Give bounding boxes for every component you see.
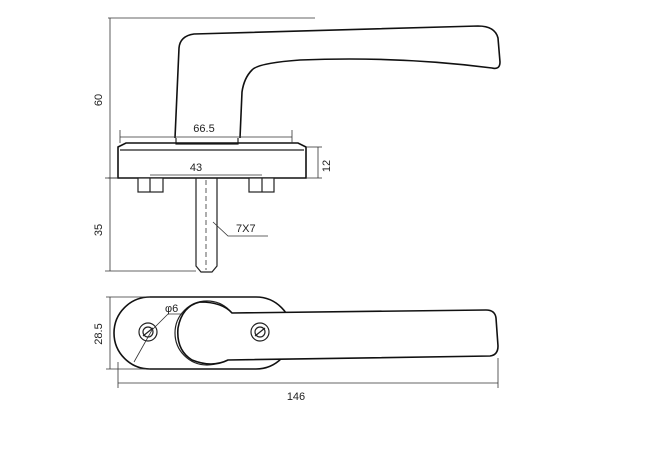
top-view [113, 296, 499, 370]
dim-phi6-label: φ6 [165, 303, 178, 315]
top-base-plate [113, 296, 293, 370]
side-view [117, 25, 501, 273]
dim-60-label: 60 [93, 94, 105, 106]
top-view-dimensions: φ6 28.5 146 [93, 296, 499, 403]
top-screw-left-slot [142, 327, 154, 337]
dim-66-5-label: 66.5 [193, 123, 214, 135]
top-lever [176, 301, 499, 365]
top-screw-hole-left [138, 322, 158, 342]
dim-12-label: 12 [321, 160, 333, 172]
side-view-dimensions: 60 66.5 12 43 35 7X7 [93, 17, 333, 272]
dim-28-5-label: 28.5 [93, 323, 105, 344]
dim-7x7-leader [212, 221, 268, 237]
top-screw-right-slot [254, 327, 266, 337]
dim-7x7-label: 7X7 [236, 223, 256, 235]
dim-43-label: 43 [190, 162, 202, 174]
dim-35-label: 35 [93, 224, 105, 236]
side-base-plate [117, 142, 307, 179]
side-spindle [195, 178, 218, 273]
dim-phi6-leader [133, 313, 182, 363]
side-handle-neck [175, 138, 239, 145]
dim-146-label: 146 [287, 391, 305, 403]
top-screw-hole-right [250, 322, 270, 342]
side-lever-arm [174, 25, 501, 139]
top-screw-hole-right-inner [254, 326, 266, 338]
